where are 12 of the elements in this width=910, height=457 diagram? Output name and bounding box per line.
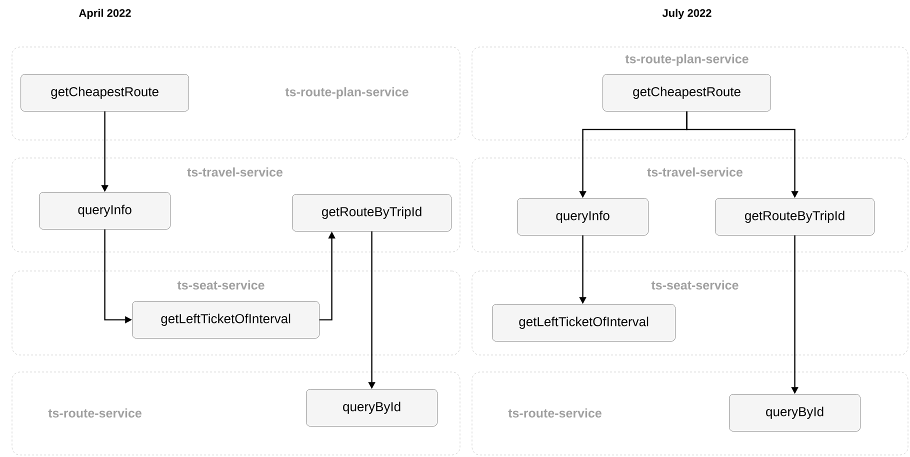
method-box: queryInfo [39, 192, 170, 230]
method-box: getLeftTicketOfInterval [132, 301, 320, 338]
method-box: queryInfo [517, 198, 648, 236]
method-box: getLeftTicketOfInterval [492, 304, 676, 342]
panel-title: July 2022 [662, 8, 712, 20]
method-box: getCheapestRoute [20, 74, 189, 112]
panel-title: April 2022 [78, 8, 131, 20]
method-box: queryById [306, 389, 438, 426]
method-box: queryById [729, 394, 860, 432]
method-box: getRouteByTripId [715, 198, 874, 236]
method-box: getCheapestRoute [602, 74, 771, 112]
method-box: getRouteByTripId [292, 194, 452, 232]
